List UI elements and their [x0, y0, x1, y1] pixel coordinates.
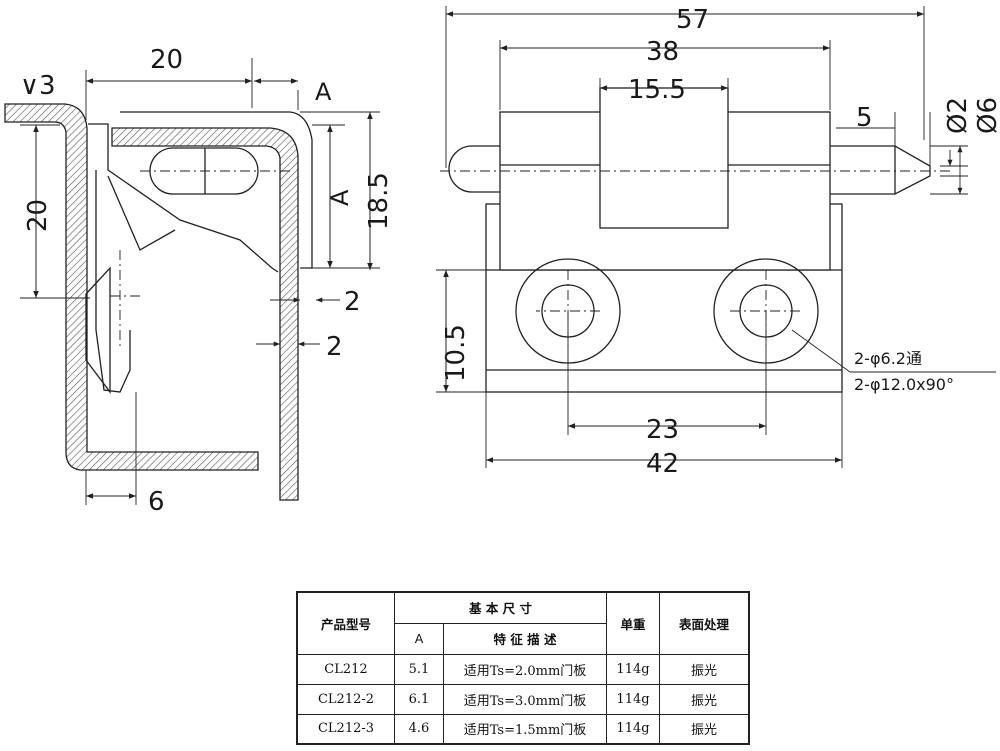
- dim-overall: 57: [676, 5, 709, 35]
- cell-weight: 114g: [606, 713, 660, 745]
- cell-feature: 适用Ts=3.0mm门板: [443, 683, 607, 715]
- dim-gap: ∨3: [20, 71, 56, 101]
- hole-note-1: 2-φ6.2通: [854, 349, 922, 368]
- header-feature: 特 征 描 述: [443, 622, 607, 655]
- cabinet-wall: [4, 103, 259, 471]
- header-weight: 单重: [606, 591, 660, 655]
- cell-feature: 适用Ts=1.5mm门板: [443, 713, 607, 745]
- front-view-labels: 57 38 15.5 5 Ø2 Ø6 10.5 23 42 2-φ6.2通 2-…: [441, 5, 1000, 479]
- header-a: A: [394, 622, 444, 655]
- table-row: CL212 5.1 适用Ts=2.0mm门板 114g 振光: [296, 653, 750, 685]
- table-row: CL212-3 4.6 适用Ts=1.5mm门板 114g 振光: [296, 713, 750, 745]
- dim-a-top: A: [315, 78, 332, 106]
- door-panel: [111, 127, 299, 501]
- dim-height-a: A: [326, 189, 354, 206]
- center-leaf: [599, 87, 729, 229]
- cell-model: CL212-3: [296, 713, 395, 745]
- spec-table: 产品型号 基 本 尺 寸 单重 表面处理 A 特 征 描 述 CL212 5.1…: [296, 591, 750, 745]
- table-row: CL212-2 6.1 适用Ts=3.0mm门板 114g 振光: [296, 683, 750, 715]
- dim-pin-d6: Ø6: [973, 97, 1000, 134]
- cell-model: CL212: [296, 653, 395, 685]
- dim-base-h: 10.5: [441, 324, 471, 382]
- cell-weight: 114g: [606, 683, 660, 715]
- pin-tip: [830, 145, 931, 195]
- pin-head: [448, 145, 500, 193]
- dim-base-w: 42: [646, 449, 679, 479]
- cell-a: 6.1: [394, 683, 444, 715]
- cell-a: 4.6: [394, 713, 444, 745]
- dim-pin-d2: Ø2: [943, 97, 973, 134]
- dim-wall-2: 2: [326, 332, 343, 362]
- side-view: [4, 58, 380, 505]
- dim-pin-len: 5: [856, 103, 873, 133]
- technical-drawing: ∨3 20 A A 18.5 20 2 2 6: [4, 5, 1000, 517]
- hole-note-2: 2-φ12.0x90°: [854, 375, 954, 394]
- dim-bottom: 6: [148, 487, 165, 517]
- dim-height-total: 18.5: [364, 172, 394, 230]
- dim-center: 15.5: [628, 75, 686, 105]
- dim-top-width: 20: [150, 45, 183, 75]
- cell-weight: 114g: [606, 653, 660, 685]
- header-finish: 表面处理: [659, 591, 750, 655]
- side-view-labels: ∨3 20 A A 18.5 20 2 2 6: [20, 45, 394, 517]
- header-basic-dims: 基 本 尺 寸: [394, 591, 607, 624]
- cell-finish: 振光: [659, 653, 750, 685]
- cell-finish: 振光: [659, 713, 750, 745]
- header-model: 产品型号: [296, 591, 395, 655]
- dim-holes-pitch: 23: [646, 415, 679, 445]
- cell-feature: 适用Ts=2.0mm门板: [443, 653, 607, 685]
- dim-wall-1: 2: [344, 287, 361, 317]
- front-view: [436, 6, 996, 468]
- cell-model: CL212-2: [296, 683, 395, 715]
- cell-finish: 振光: [659, 683, 750, 715]
- hinge-body: [120, 111, 313, 269]
- dim-left-height: 20: [23, 199, 53, 232]
- cell-a: 5.1: [394, 653, 444, 685]
- dim-body: 38: [646, 37, 679, 67]
